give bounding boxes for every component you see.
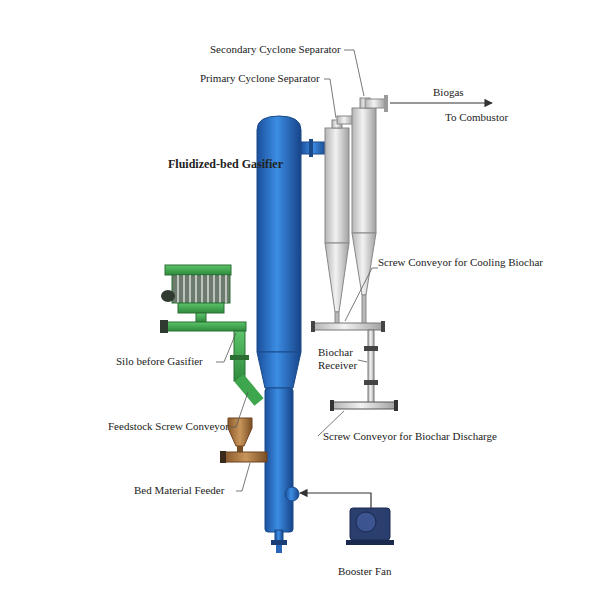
- silo-motor: [161, 290, 175, 302]
- primary-dipleg: [335, 312, 339, 324]
- gasifier-cone: [257, 352, 301, 388]
- gasifier-upper-shell: [257, 116, 301, 352]
- part-label: Bed Material Feeder: [134, 484, 254, 497]
- silo-outlet: [196, 313, 206, 322]
- conveyor-end-cap: [381, 321, 385, 332]
- silo-drum: [172, 275, 230, 303]
- bed-material-pipe: [225, 452, 267, 462]
- primary-cyclone-cone: [325, 243, 349, 312]
- fan-base: [346, 540, 394, 545]
- silo-bottom: [178, 303, 224, 313]
- gasifier-outlet-pipe: [301, 142, 327, 154]
- silo-screw-pipe: [166, 322, 246, 331]
- component-title: Fluidized-bed Gasifier: [168, 158, 298, 171]
- bottom-valve: [271, 540, 287, 545]
- part-label: Screw Conveyor for Cooling Biochar: [378, 256, 578, 269]
- leader-line: [216, 333, 236, 362]
- part-label: Screw Conveyor for Biochar Discharge: [305, 430, 533, 443]
- gasifier-lower-shell: [265, 388, 293, 532]
- cooling-screw-conveyor: [313, 323, 383, 330]
- part-label: Biochar Receiver: [318, 346, 362, 372]
- feeder-end-cap: [220, 451, 226, 463]
- secondary-dipleg: [362, 295, 366, 324]
- conveyor-end-cap: [311, 321, 315, 332]
- silo-top: [165, 265, 231, 275]
- conveyor-end-cap: [394, 400, 398, 411]
- part-label: Secondary Cyclone Separator: [210, 43, 370, 56]
- leader-line: [324, 79, 336, 118]
- discharge-screw-conveyor: [333, 402, 395, 409]
- part-label: Primary Cyclone Separator: [200, 72, 340, 85]
- silo-ribs: [178, 275, 226, 303]
- cyclone-link-pipe: [337, 116, 353, 124]
- biochar-receiver-pipe: [368, 330, 374, 403]
- part-label: Feedstock Screw Conveyor: [108, 420, 248, 433]
- leader-line: [344, 50, 364, 96]
- part-label: Silo before Gasifier: [116, 355, 236, 368]
- bottom-outlet: [276, 545, 282, 553]
- conveyor-end-cap: [330, 400, 334, 411]
- bed-material-hopper: [228, 418, 252, 446]
- screw-end-cap: [160, 320, 168, 333]
- feedstock-screw-conveyor: [239, 378, 259, 402]
- leader-line: [236, 463, 250, 491]
- booster-fan-body: [350, 508, 390, 540]
- air-supply-line: [300, 493, 371, 508]
- biogas-pipe: [365, 99, 385, 108]
- hopper-neck: [237, 446, 243, 452]
- leader-lines: [216, 50, 378, 491]
- primary-cyclone-body: [325, 128, 349, 243]
- receiver-valve: [364, 346, 378, 351]
- leader-line: [230, 392, 248, 427]
- leader-line: [358, 360, 367, 362]
- part-label: To Combustor: [445, 111, 545, 124]
- fan-housing: [356, 512, 376, 532]
- air-inlet: [285, 487, 299, 501]
- part-label: Booster Fan: [338, 565, 418, 578]
- feed-valve: [230, 355, 249, 360]
- secondary-cyclone-cone: [352, 233, 376, 295]
- receiver-valve: [364, 380, 378, 385]
- outlet-flange: [309, 139, 313, 157]
- biogas-arrow: [390, 102, 492, 103]
- secondary-cyclone-body: [352, 108, 376, 233]
- biogas-flange: [384, 95, 388, 112]
- leader-line: [345, 268, 378, 321]
- part-label: Biogas: [433, 86, 493, 99]
